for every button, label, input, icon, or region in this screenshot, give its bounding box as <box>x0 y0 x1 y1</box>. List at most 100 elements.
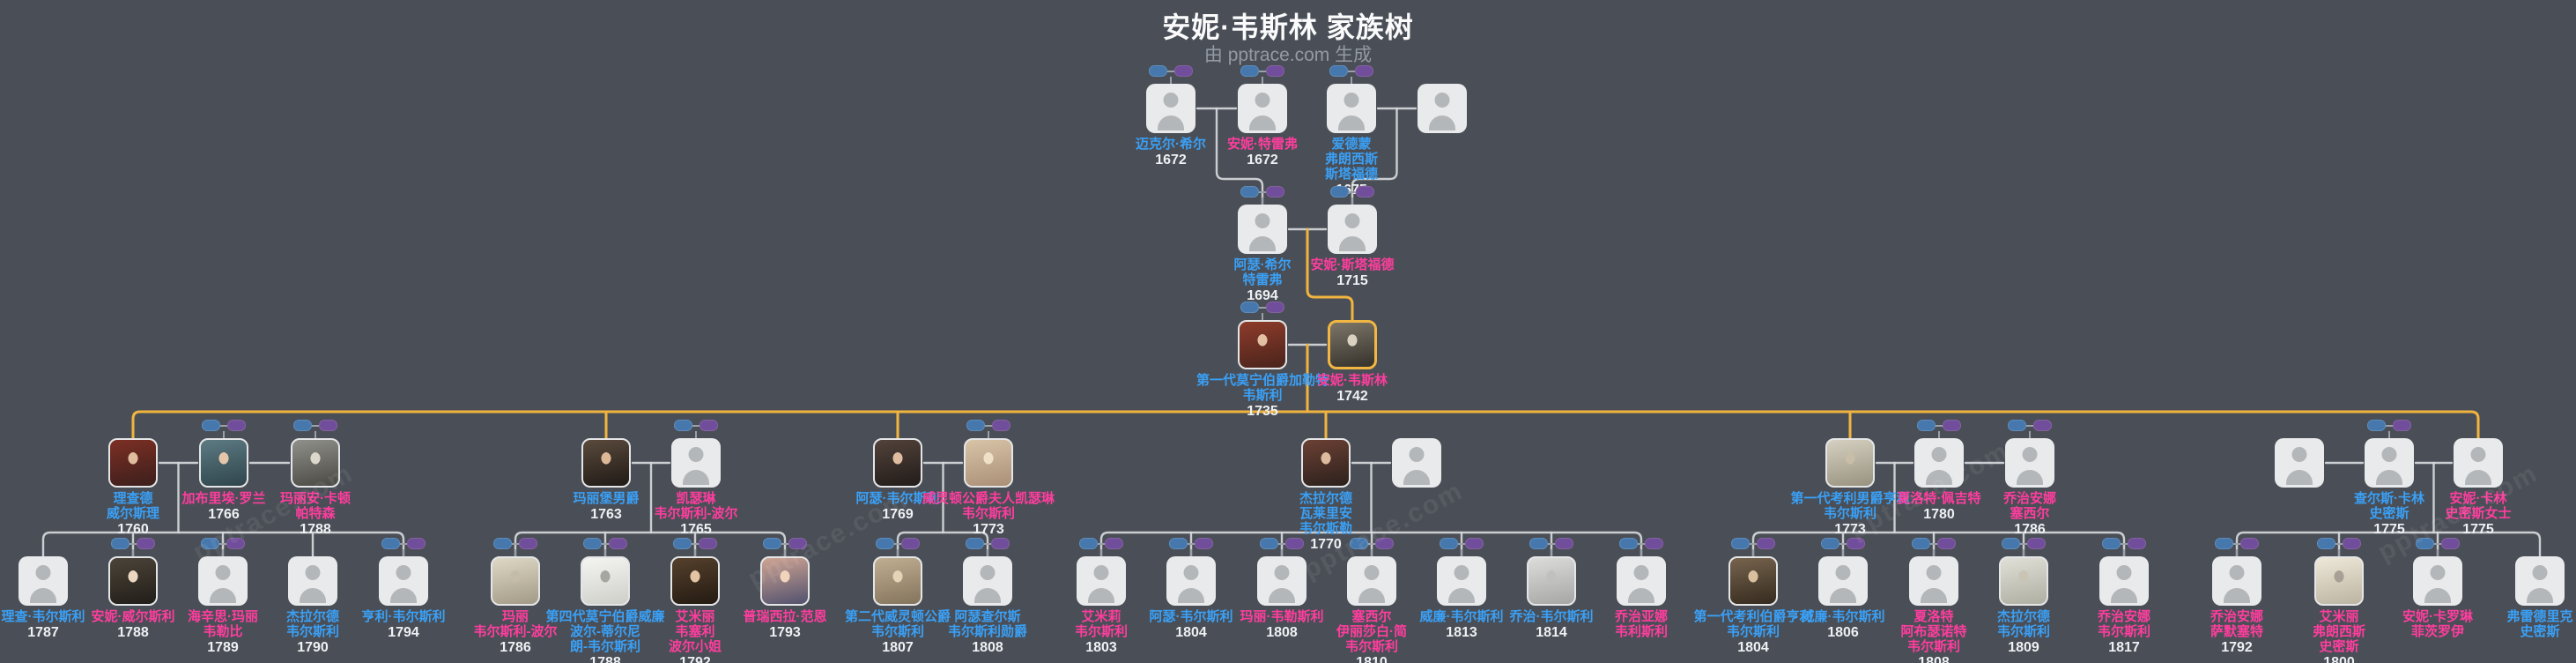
person-avatar-placeholder[interactable] <box>963 556 1012 606</box>
person-portrait[interactable] <box>581 556 630 606</box>
father-pill-icon[interactable] <box>111 538 130 549</box>
collapsed-parents-pills[interactable] <box>1149 65 1193 85</box>
mother-pill-icon[interactable] <box>226 538 245 549</box>
collapsed-parents-pills[interactable] <box>2416 538 2460 557</box>
mother-pill-icon[interactable] <box>609 538 627 549</box>
person-avatar-placeholder[interactable] <box>1914 438 1964 488</box>
father-pill-icon[interactable] <box>876 538 894 549</box>
person-avatar-placeholder[interactable] <box>2099 556 2149 606</box>
person-avatar-placeholder[interactable] <box>2275 438 2324 488</box>
collapsed-parents-pills[interactable] <box>2317 538 2361 557</box>
father-pill-icon[interactable] <box>1260 538 1278 549</box>
person-portrait[interactable] <box>491 556 540 606</box>
mother-pill-icon[interactable] <box>519 538 537 549</box>
mother-pill-icon[interactable] <box>1195 538 1213 549</box>
collapsed-parents-pills[interactable] <box>2215 538 2259 557</box>
mother-pill-icon[interactable] <box>1355 65 1373 77</box>
person-portrait[interactable] <box>2314 556 2364 606</box>
father-pill-icon[interactable] <box>1330 186 1349 197</box>
father-pill-icon[interactable] <box>966 538 984 549</box>
person-avatar-placeholder[interactable] <box>1257 556 1307 606</box>
collapsed-parents-pills[interactable] <box>876 538 920 557</box>
person-avatar-placeholder[interactable] <box>1617 556 1666 606</box>
father-pill-icon[interactable] <box>1350 538 1368 549</box>
mother-pill-icon[interactable] <box>1285 538 1304 549</box>
father-pill-icon[interactable] <box>493 538 512 549</box>
person-avatar-placeholder[interactable] <box>671 438 721 488</box>
person-portrait[interactable] <box>108 438 158 488</box>
person-portrait[interactable] <box>964 438 1013 488</box>
person-portrait[interactable] <box>199 438 248 488</box>
collapsed-parents-pills[interactable] <box>763 538 807 557</box>
person-avatar-placeholder[interactable] <box>2454 438 2503 488</box>
person-portrait[interactable] <box>1728 556 1778 606</box>
father-pill-icon[interactable] <box>2215 538 2233 549</box>
collapsed-parents-pills[interactable] <box>1529 538 1573 557</box>
collapsed-parents-pills[interactable] <box>111 538 155 557</box>
collapsed-parents-pills[interactable] <box>1917 420 1961 439</box>
father-pill-icon[interactable] <box>966 420 985 431</box>
mother-pill-icon[interactable] <box>991 538 1010 549</box>
collapsed-parents-pills[interactable] <box>673 538 717 557</box>
father-pill-icon[interactable] <box>381 538 400 549</box>
person-avatar-placeholder[interactable] <box>1437 556 1486 606</box>
mother-pill-icon[interactable] <box>1105 538 1123 549</box>
father-pill-icon[interactable] <box>1240 302 1259 313</box>
collapsed-parents-pills[interactable] <box>201 538 245 557</box>
person-portrait[interactable] <box>1527 556 1576 606</box>
collapsed-parents-pills[interactable] <box>1350 538 1394 557</box>
person-portrait[interactable] <box>1328 320 1377 369</box>
mother-pill-icon[interactable] <box>1356 186 1374 197</box>
mother-pill-icon[interactable] <box>699 538 717 549</box>
mother-pill-icon[interactable] <box>319 420 337 431</box>
mother-pill-icon[interactable] <box>2033 420 2052 431</box>
collapsed-parents-pills[interactable] <box>1329 65 1373 85</box>
person-portrait[interactable] <box>1999 556 2048 606</box>
person-portrait[interactable] <box>873 438 922 488</box>
collapsed-parents-pills[interactable] <box>2008 420 2052 439</box>
father-pill-icon[interactable] <box>583 538 602 549</box>
person-avatar-placeholder[interactable] <box>1328 205 1377 254</box>
person-avatar-placeholder[interactable] <box>1347 556 1396 606</box>
mother-pill-icon[interactable] <box>788 538 807 549</box>
mother-pill-icon[interactable] <box>1847 538 1865 549</box>
collapsed-parents-pills[interactable] <box>493 538 537 557</box>
father-pill-icon[interactable] <box>2416 538 2434 549</box>
collapsed-parents-pills[interactable] <box>1821 538 1865 557</box>
person-avatar-placeholder[interactable] <box>1238 205 1287 254</box>
father-pill-icon[interactable] <box>202 420 220 431</box>
father-pill-icon[interactable] <box>1169 538 1188 549</box>
father-pill-icon[interactable] <box>1529 538 1548 549</box>
father-pill-icon[interactable] <box>2317 538 2335 549</box>
collapsed-parents-pills[interactable] <box>381 538 426 557</box>
father-pill-icon[interactable] <box>2367 420 2386 431</box>
person-avatar-placeholder[interactable] <box>1392 438 1441 488</box>
mother-pill-icon[interactable] <box>1174 65 1193 77</box>
person-avatar-placeholder[interactable] <box>1146 84 1195 133</box>
person-avatar-placeholder[interactable] <box>379 556 428 606</box>
person-portrait[interactable] <box>670 556 720 606</box>
mother-pill-icon[interactable] <box>700 420 718 431</box>
mother-pill-icon[interactable] <box>1645 538 1663 549</box>
father-pill-icon[interactable] <box>1821 538 1839 549</box>
mother-pill-icon[interactable] <box>901 538 920 549</box>
collapsed-parents-pills[interactable] <box>202 420 246 439</box>
father-pill-icon[interactable] <box>1440 538 1458 549</box>
mother-pill-icon[interactable] <box>1266 65 1284 77</box>
collapsed-parents-pills[interactable] <box>1330 186 1374 205</box>
father-pill-icon[interactable] <box>1149 65 1167 77</box>
father-pill-icon[interactable] <box>1731 538 1750 549</box>
mother-pill-icon[interactable] <box>1943 420 1961 431</box>
mother-pill-icon[interactable] <box>2128 538 2146 549</box>
person-portrait[interactable] <box>1238 320 1287 369</box>
mother-pill-icon[interactable] <box>1375 538 1394 549</box>
father-pill-icon[interactable] <box>1240 186 1259 197</box>
person-portrait[interactable] <box>760 556 810 606</box>
collapsed-parents-pills[interactable] <box>1619 538 1663 557</box>
father-pill-icon[interactable] <box>1240 65 1259 77</box>
father-pill-icon[interactable] <box>1329 65 1348 77</box>
person-avatar-placeholder[interactable] <box>2365 438 2414 488</box>
person-avatar-placeholder[interactable] <box>2005 438 2054 488</box>
mother-pill-icon[interactable] <box>1465 538 1484 549</box>
person-portrait[interactable] <box>291 438 340 488</box>
